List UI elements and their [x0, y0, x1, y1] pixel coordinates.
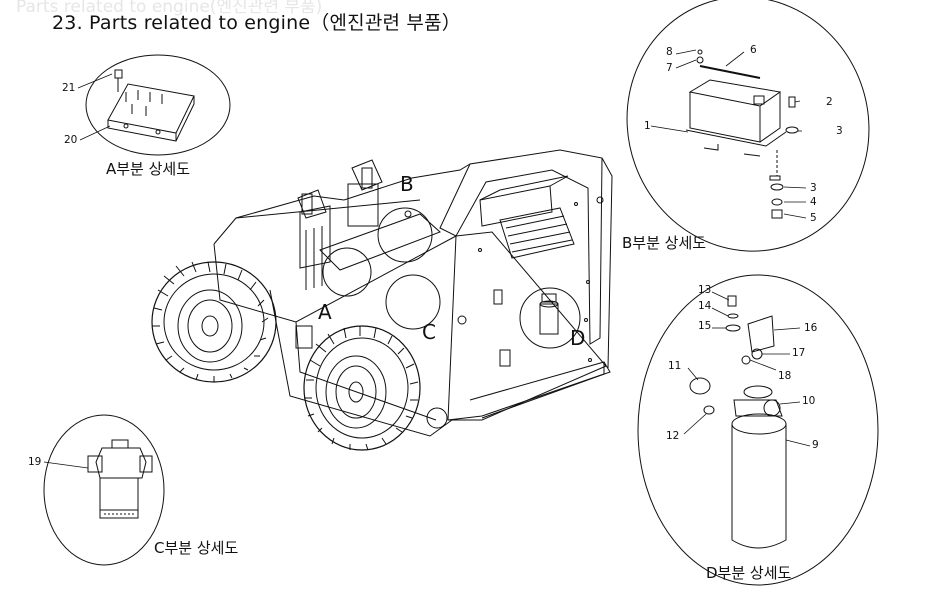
- callout-19: 19: [28, 456, 42, 468]
- callout-1: 1: [644, 120, 651, 132]
- callout-15: 15: [698, 320, 712, 332]
- page-title: 23. Parts related to engine（엔진관련 부품）: [52, 12, 461, 34]
- machine-wheel-front: [303, 325, 421, 451]
- detail-d-filter: [689, 295, 787, 549]
- zone-a-circle: [322, 247, 372, 297]
- zone-label-d: D: [570, 326, 586, 350]
- callout-8: 8: [666, 46, 673, 58]
- callout-10: 10: [802, 395, 816, 407]
- callout-3-lower: 3: [810, 182, 817, 194]
- detail-c-ellipse: [43, 414, 165, 566]
- leader-20: [79, 125, 111, 141]
- machine-frame: [213, 149, 613, 437]
- leader-19: [43, 461, 89, 469]
- faded-header-text: Parts related to engine(엔진관련 부품): [16, 0, 323, 17]
- callout-6: 6: [750, 44, 757, 56]
- machine-zone-d-filter: [539, 293, 559, 335]
- callout-4: 4: [810, 196, 817, 208]
- detail-b-caption: B부분 상세도: [622, 234, 707, 252]
- zone-c-circle: [385, 274, 441, 330]
- callout-7: 7: [666, 62, 673, 74]
- callout-17: 17: [792, 347, 806, 359]
- detail-a-bracket: [107, 69, 195, 142]
- detail-d-caption: D부분 상세도: [706, 564, 792, 582]
- zone-label-b: B: [400, 172, 414, 196]
- detail-b-leaders: [650, 49, 807, 219]
- detail-d-leaders: [683, 291, 811, 447]
- callout-21: 21: [62, 82, 76, 94]
- callout-3-upper: 3: [836, 125, 843, 137]
- zone-b-circle: [377, 207, 433, 263]
- detail-c-caption: C부분 상세도: [154, 539, 239, 557]
- callout-12: 12: [666, 430, 680, 442]
- callout-14: 14: [698, 300, 712, 312]
- callout-9: 9: [812, 439, 819, 451]
- zone-d-circle: [519, 287, 581, 349]
- callout-2: 2: [826, 96, 833, 108]
- detail-b-ellipse: [626, 0, 870, 252]
- callout-20: 20: [64, 134, 78, 146]
- detail-d-ellipse: [637, 274, 879, 586]
- zone-label-a: A: [318, 300, 332, 324]
- callout-11: 11: [668, 360, 682, 372]
- detail-c-filter: [87, 439, 153, 519]
- detail-a-ellipse: [85, 54, 231, 156]
- callout-16: 16: [804, 322, 818, 334]
- leader-21: [77, 73, 113, 89]
- detail-b-battery: [685, 49, 799, 219]
- callout-13: 13: [698, 284, 712, 296]
- detail-a-caption: A부분 상세도: [106, 160, 191, 178]
- callout-18: 18: [778, 370, 792, 382]
- zone-label-c: C: [422, 320, 436, 344]
- machine-wheel-rear: [151, 261, 277, 383]
- callout-5: 5: [810, 212, 817, 224]
